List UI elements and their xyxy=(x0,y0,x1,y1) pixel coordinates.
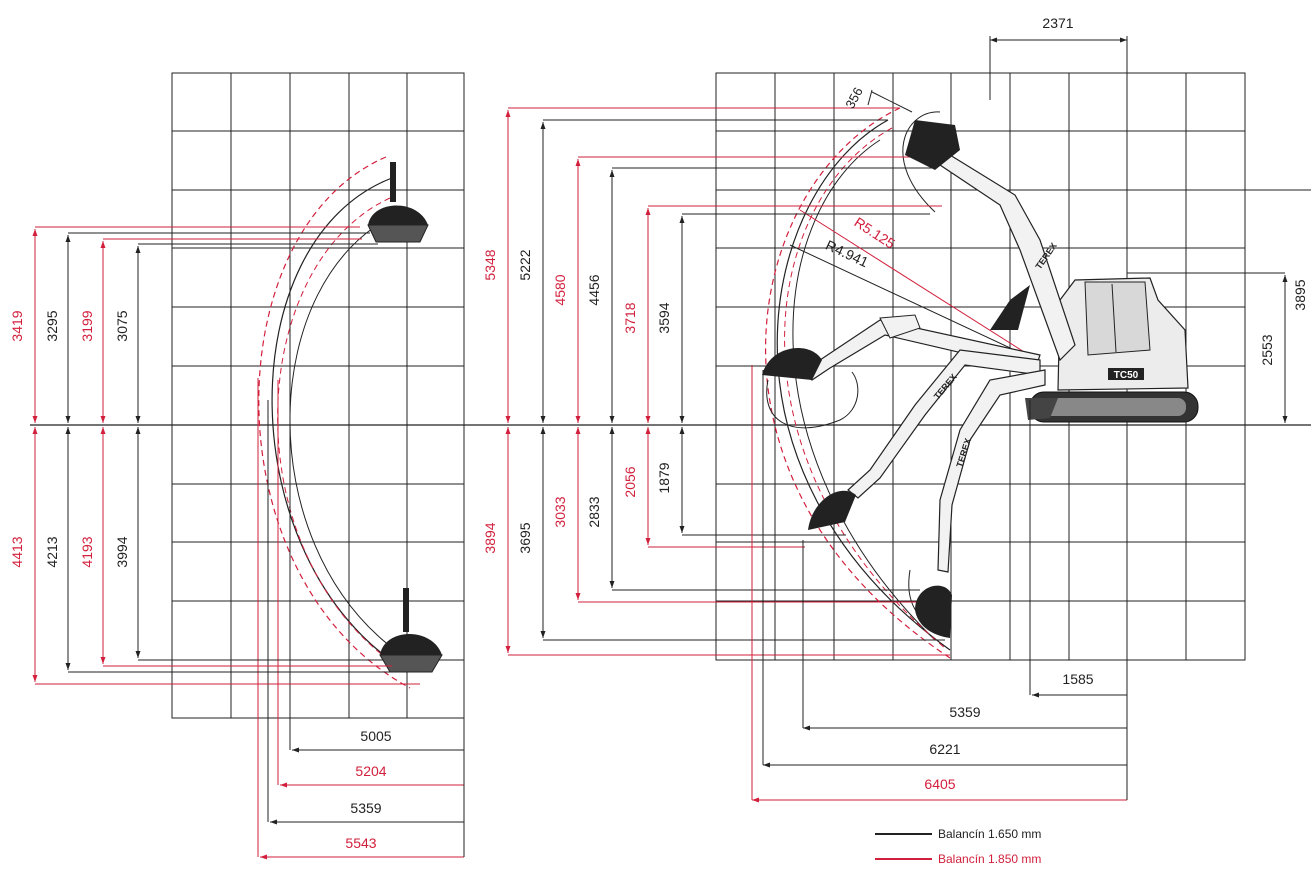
dim-3419: 3419 xyxy=(9,310,25,341)
dim-6405: 6405 xyxy=(924,776,955,792)
dim-5359-right: 5359 xyxy=(949,704,980,720)
dim-4580: 4580 xyxy=(552,274,568,305)
dim-2371: 2371 xyxy=(1042,15,1073,31)
left-leaders xyxy=(35,226,420,685)
dim-3075: 3075 xyxy=(114,310,130,341)
dim-3594: 3594 xyxy=(656,302,672,333)
dim-2833: 2833 xyxy=(586,496,602,527)
left-grid xyxy=(171,72,465,719)
legend-black-label: Balancín 1.650 mm xyxy=(938,827,1041,841)
dim-4456: 4456 xyxy=(586,274,602,305)
model-badge: TC50 xyxy=(1114,370,1139,381)
dim-2056: 2056 xyxy=(622,466,638,497)
left-horizontal-dims xyxy=(260,718,465,860)
right-leaders xyxy=(508,107,950,656)
dim-5359: 5359 xyxy=(350,800,381,816)
dim-5543: 5543 xyxy=(345,835,376,851)
dim-3295: 3295 xyxy=(44,310,60,341)
dim-5005: 5005 xyxy=(360,728,391,744)
legend-red-label: Balancín 1.850 mm xyxy=(938,852,1041,866)
dim-5204: 5204 xyxy=(355,763,386,779)
dim-3718: 3718 xyxy=(622,302,638,333)
dim-3199: 3199 xyxy=(79,310,95,341)
excavator-icon: TC50 TEREX TEREX TEREX xyxy=(762,120,1199,638)
dim-4213: 4213 xyxy=(44,536,60,567)
dim-3894: 3894 xyxy=(482,522,498,553)
dim-1585: 1585 xyxy=(1062,671,1093,687)
bucket-upper-icon xyxy=(367,162,429,243)
radius-black-label: R4.941 xyxy=(823,237,871,271)
dim-4193: 4193 xyxy=(79,536,95,567)
dim-6221: 6221 xyxy=(929,741,960,757)
bucket-lower-icon xyxy=(379,588,443,673)
radius-red-label: R5.125 xyxy=(851,214,898,252)
dim-3895: 3895 xyxy=(1292,279,1308,310)
left-reach-arcs xyxy=(257,156,411,857)
dim-4413: 4413 xyxy=(9,536,25,567)
dim-3695: 3695 xyxy=(517,522,533,553)
right-reach-envelopes xyxy=(765,107,1041,659)
dim-2553: 2553 xyxy=(1259,334,1275,365)
dim-3994: 3994 xyxy=(114,536,130,567)
left-vertical-dims xyxy=(32,229,141,682)
dim-3033: 3033 xyxy=(552,496,568,527)
right-reach-dims xyxy=(751,365,1128,803)
right-vertical-dims xyxy=(505,110,685,653)
legend: Balancín 1.650 mm Balancín 1.850 mm xyxy=(875,827,1041,866)
dim-5348: 5348 xyxy=(482,249,498,280)
dim-5222: 5222 xyxy=(517,249,533,280)
machine-height-dims xyxy=(1127,189,1311,423)
dim-356: 356 xyxy=(842,85,865,111)
dim-1879: 1879 xyxy=(656,462,672,493)
